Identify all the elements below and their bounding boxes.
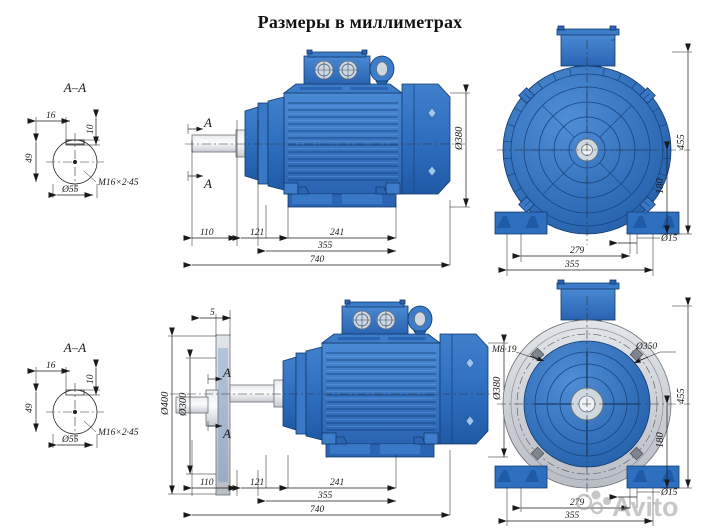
section-aa-label-bottom: A–A xyxy=(63,340,86,355)
foot-width-top: 355 xyxy=(564,260,580,270)
section-aa-bottom: A–A M16×2·45 16 10 49 Ø55 xyxy=(25,340,139,448)
side-view-bottom: 5 A A Ø400 Ø300 xyxy=(160,299,508,518)
foot-span-front-top: 279 xyxy=(570,246,585,256)
mid-len-bottom: 355 xyxy=(317,491,333,501)
thread-label-bottom: M16×2·45 xyxy=(97,428,139,438)
section-mark-top-a2: A xyxy=(187,171,212,191)
height-dia-bottom: Ø380 xyxy=(492,376,503,401)
section-mark-bottom-a1: A xyxy=(207,365,231,384)
section-mark-bottom-a2: A xyxy=(207,421,231,441)
section-aa-top: A–A M16×2·45 16 10 49 xyxy=(25,80,139,198)
key-offset-bottom: 10 xyxy=(86,374,96,384)
key-width-top: 16 xyxy=(46,111,56,121)
key-offset-top: 10 xyxy=(86,124,96,134)
shaft-dia-top: Ø55 xyxy=(61,185,79,195)
mid-len-top: 355 xyxy=(317,241,333,251)
foot-span-bottom: 241 xyxy=(330,478,344,488)
flange-foot-bottom: 121 xyxy=(250,478,264,488)
mark-a-bottom-2: A xyxy=(222,426,231,441)
shaft-height-top: 180 xyxy=(655,178,666,195)
shaft-height-bottom: 180 xyxy=(655,432,666,449)
key-height-top: 49 xyxy=(25,153,35,163)
mark-a-top-2: A xyxy=(203,176,212,191)
foot-span-top: 241 xyxy=(330,228,344,238)
section-mark-top-a1: A xyxy=(187,115,212,134)
foot-width-bottom: 355 xyxy=(564,511,580,521)
shaft-len-bottom: 110 xyxy=(200,478,214,488)
key-height-bottom: 49 xyxy=(25,403,35,413)
page-title: Размеры в миллиметрах xyxy=(257,12,463,32)
key-width-bottom: 16 xyxy=(46,361,56,371)
flange-od-bottom: Ø400 xyxy=(160,391,171,416)
flange-foot-top: 121 xyxy=(250,228,264,238)
mark-a-bottom-1: A xyxy=(222,365,231,380)
front-view-top: 455 180 Ø15 279 355 xyxy=(494,25,692,276)
shaft-dia-bottom: Ø55 xyxy=(61,435,79,445)
overall-height-bottom: 455 xyxy=(676,388,687,404)
spigot-dia-bottom: Ø300 xyxy=(178,392,189,417)
front-view-bottom: M8·19 Ø350 455 180 Ø15 xyxy=(491,279,692,526)
overall-height-top: 455 xyxy=(676,134,687,150)
height-dia-top: Ø380 xyxy=(454,126,465,151)
bolt-circle-bottom: Ø350 xyxy=(635,342,657,352)
bolt-thread-bottom: M8·19 xyxy=(491,345,517,355)
side-view-top: A A Ø380 110 xyxy=(183,49,470,268)
shaft-len-top: 110 xyxy=(200,228,214,238)
overall-len-bottom: 740 xyxy=(310,505,325,515)
section-aa-label-top: A–A xyxy=(63,80,86,95)
overall-len-top: 740 xyxy=(310,255,325,265)
flange-thk-bottom: 5 xyxy=(210,308,215,318)
mark-a-top-1: A xyxy=(203,115,212,130)
foot-hole-top: Ø15 xyxy=(660,234,678,244)
thread-label-top: M16×2·45 xyxy=(97,178,139,188)
watermark-text: Avito xyxy=(612,492,679,522)
avito-watermark: Avito xyxy=(575,490,679,522)
foot-hole-bottom: Ø15 xyxy=(660,488,678,498)
